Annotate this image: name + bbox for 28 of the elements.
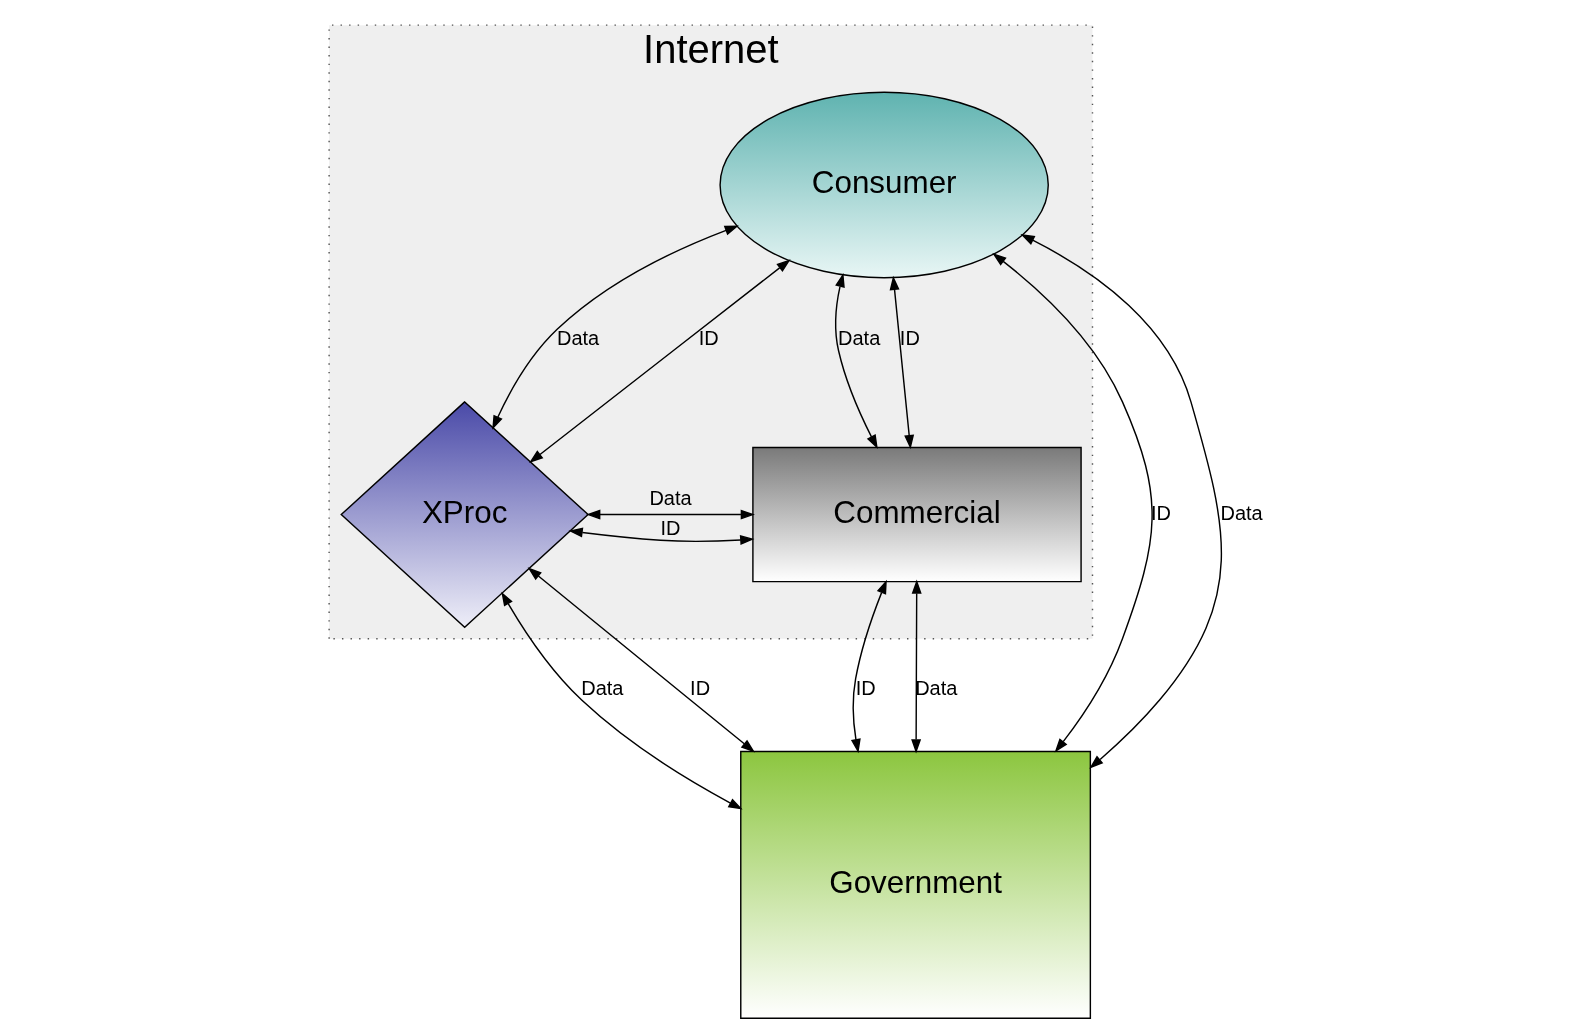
edge-label: Data (557, 327, 600, 350)
edge-label: Data (581, 676, 624, 699)
arrow (568, 527, 755, 545)
edge-label: ID (698, 327, 719, 350)
arrow (586, 509, 755, 520)
arrow (834, 272, 878, 450)
node-box: Commercial (752, 446, 1082, 583)
arrow (492, 225, 739, 430)
arrow (850, 579, 887, 754)
edge-label: ID (660, 516, 681, 539)
edge-label: ID (855, 676, 876, 699)
node-box: Government (740, 750, 1092, 1019)
arrow (501, 591, 743, 810)
arrow (1020, 234, 1222, 769)
edge-label: Data (838, 327, 881, 350)
edge-label: Data (1220, 501, 1263, 524)
arrow (889, 275, 915, 450)
edge-label: ID (899, 327, 920, 350)
arrow (911, 579, 922, 754)
edge-label: Data (649, 486, 692, 509)
arrow (529, 259, 791, 463)
edge-label: ID (1151, 501, 1171, 524)
edge-label: ID (690, 676, 711, 699)
node-diamond: XProc (340, 400, 590, 629)
edge-label: Data (915, 676, 958, 699)
node-ellipse: Consumer (719, 91, 1049, 279)
arrow (992, 252, 1153, 753)
arrow (527, 567, 755, 753)
